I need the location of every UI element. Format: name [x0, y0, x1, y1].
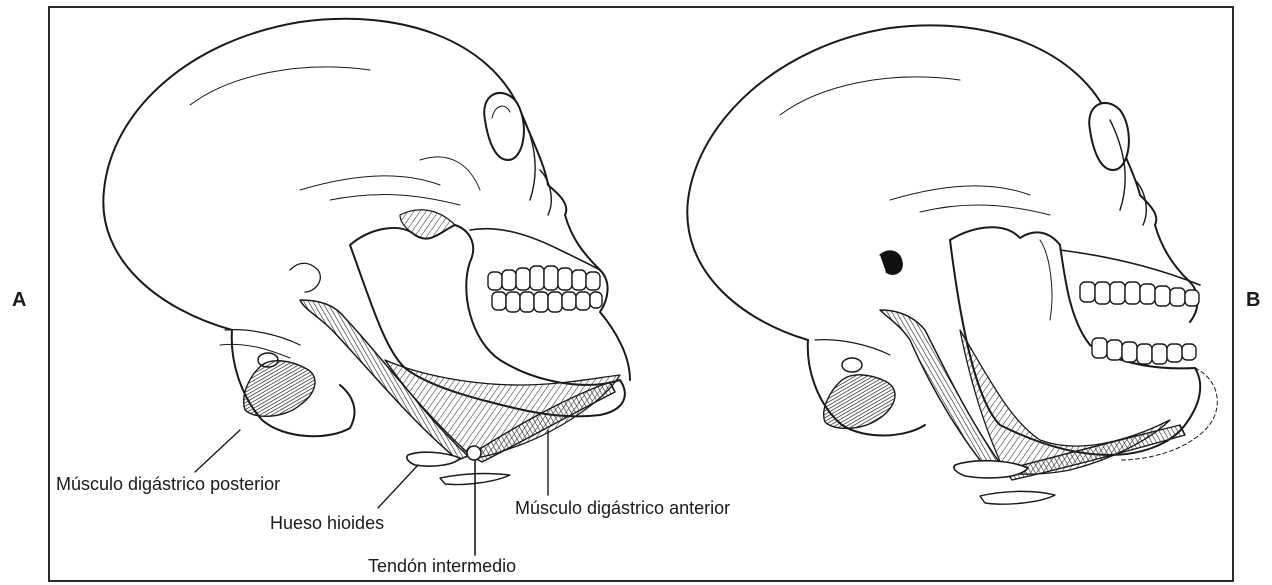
- lower-teeth-a: [492, 292, 602, 312]
- label-hyoid-bone: Hueso hioides: [270, 513, 384, 533]
- ear-region-a: [244, 361, 315, 417]
- skull-b: [687, 25, 1217, 504]
- label-intermediate-tendon: Tendón intermedio: [368, 556, 516, 576]
- tendon-node-a: [467, 446, 481, 460]
- orbit-a: [484, 93, 524, 160]
- upper-teeth-b: [1080, 282, 1199, 306]
- upper-teeth-a: [488, 266, 600, 290]
- ear-region-b: [824, 375, 895, 429]
- label-anterior-digastric: Músculo digástrico anterior: [515, 498, 730, 518]
- label-posterior-digastric: Músculo digástrico posterior: [56, 474, 280, 494]
